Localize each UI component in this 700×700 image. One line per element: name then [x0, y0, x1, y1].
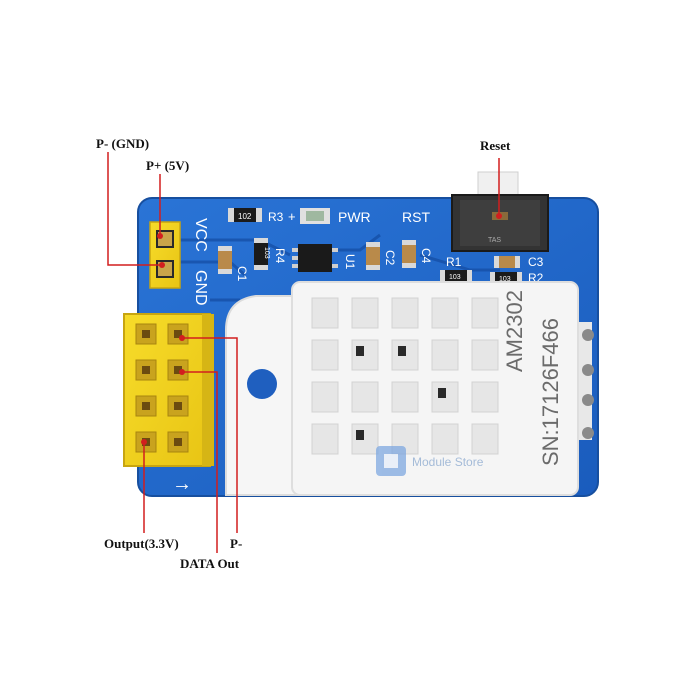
silk-c1: C1: [235, 266, 249, 282]
capacitor-c4: [402, 240, 416, 268]
watermark: Module Store: [376, 446, 484, 476]
silk-rst: RST: [402, 209, 430, 225]
callout-lines: [107, 152, 500, 553]
label-output-3v3: Output(3.3V): [104, 536, 179, 551]
silk-vcc: VCC: [192, 218, 209, 252]
resistor-r1: 103: [440, 270, 472, 282]
resistor-r2: 102: [228, 208, 262, 222]
resistor-r4: 103: [254, 238, 270, 270]
callout-dots: [141, 213, 502, 445]
silk-c2: C2: [383, 250, 397, 266]
reset-switch-code: TAS: [488, 237, 501, 244]
ic-u1: [292, 244, 338, 272]
silk-r4: R4: [273, 248, 287, 264]
silk-pwr: PWR: [338, 209, 371, 225]
yellow-8pin-socket: [123, 313, 214, 467]
reset-switch: TAS: [451, 171, 549, 252]
silk-gnd: GND: [192, 270, 209, 306]
power-header: [149, 221, 181, 289]
label-p-minus: P-: [230, 536, 243, 551]
resistor-r1-code: 103: [449, 274, 461, 281]
capacitor-c1: [218, 246, 232, 274]
sensor-model: AM2302: [502, 290, 527, 372]
label-p-plus-5v: P+ (5V): [146, 158, 190, 173]
watermark-text: Module Store: [412, 455, 484, 469]
label-data-out: DATA Out: [180, 556, 240, 571]
right-pin-header: [578, 322, 594, 440]
label-reset: Reset: [480, 138, 511, 153]
pwr-led: [300, 208, 330, 224]
resistor-r2-code: 102: [238, 212, 252, 221]
silk-c3: C3: [528, 255, 544, 269]
silk-r3: R3: [268, 210, 284, 224]
sensor-serial: SN:17126F466: [538, 318, 563, 466]
resistor-r4-code: 103: [263, 247, 270, 259]
silk-c4: C4: [419, 248, 433, 264]
resistor-r2b-code: 103: [499, 276, 511, 283]
silk-arrow: →: [172, 473, 192, 495]
silk-u1: U1: [343, 254, 357, 270]
silk-plus: +: [288, 209, 296, 224]
label-p-minus-gnd: P- (GND): [96, 136, 150, 151]
am2302-sensor: AM2302 SN:17126F466: [225, 281, 579, 496]
silk-r1: R1: [446, 255, 462, 269]
capacitor-c2: [366, 242, 380, 270]
capacitor-c3: [494, 256, 520, 268]
